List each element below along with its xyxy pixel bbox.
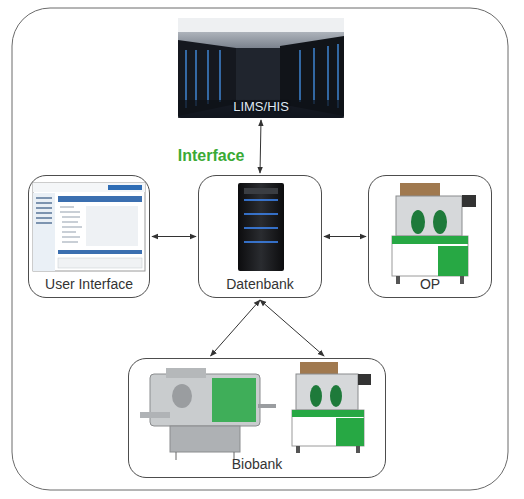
node-label: LIMS/HIS: [233, 99, 289, 118]
biobank-machines: [140, 362, 371, 460]
database-box: Datenbank: [198, 175, 322, 298]
device-box: OP: [368, 175, 492, 298]
server-room-photo: [178, 18, 344, 118]
connector-line: [260, 300, 324, 356]
biobank-box: Biobank: [128, 358, 386, 478]
connector-arrow: [324, 236, 366, 237]
edge-label: Interface: [178, 147, 245, 165]
connector-arrow: [211, 300, 325, 356]
software-screenshot: [33, 183, 145, 271]
system-image: LIMS/HIS: [178, 18, 344, 118]
connector-arrow: [152, 236, 196, 237]
interface-box: User Interface: [28, 175, 150, 298]
node-label: Datenbank: [226, 276, 294, 297]
outer-frame: [12, 8, 508, 490]
node-label: Biobank: [232, 456, 283, 477]
server-tower: [238, 183, 284, 271]
isolator-machine: [392, 183, 476, 284]
connector-arrow: [260, 120, 261, 173]
connector-line: [152, 236, 196, 237]
connector-line: [324, 236, 366, 237]
node-label: OP: [420, 276, 440, 297]
node-label: User Interface: [45, 276, 133, 297]
connector-line: [211, 300, 260, 356]
connector-line: [260, 120, 261, 173]
